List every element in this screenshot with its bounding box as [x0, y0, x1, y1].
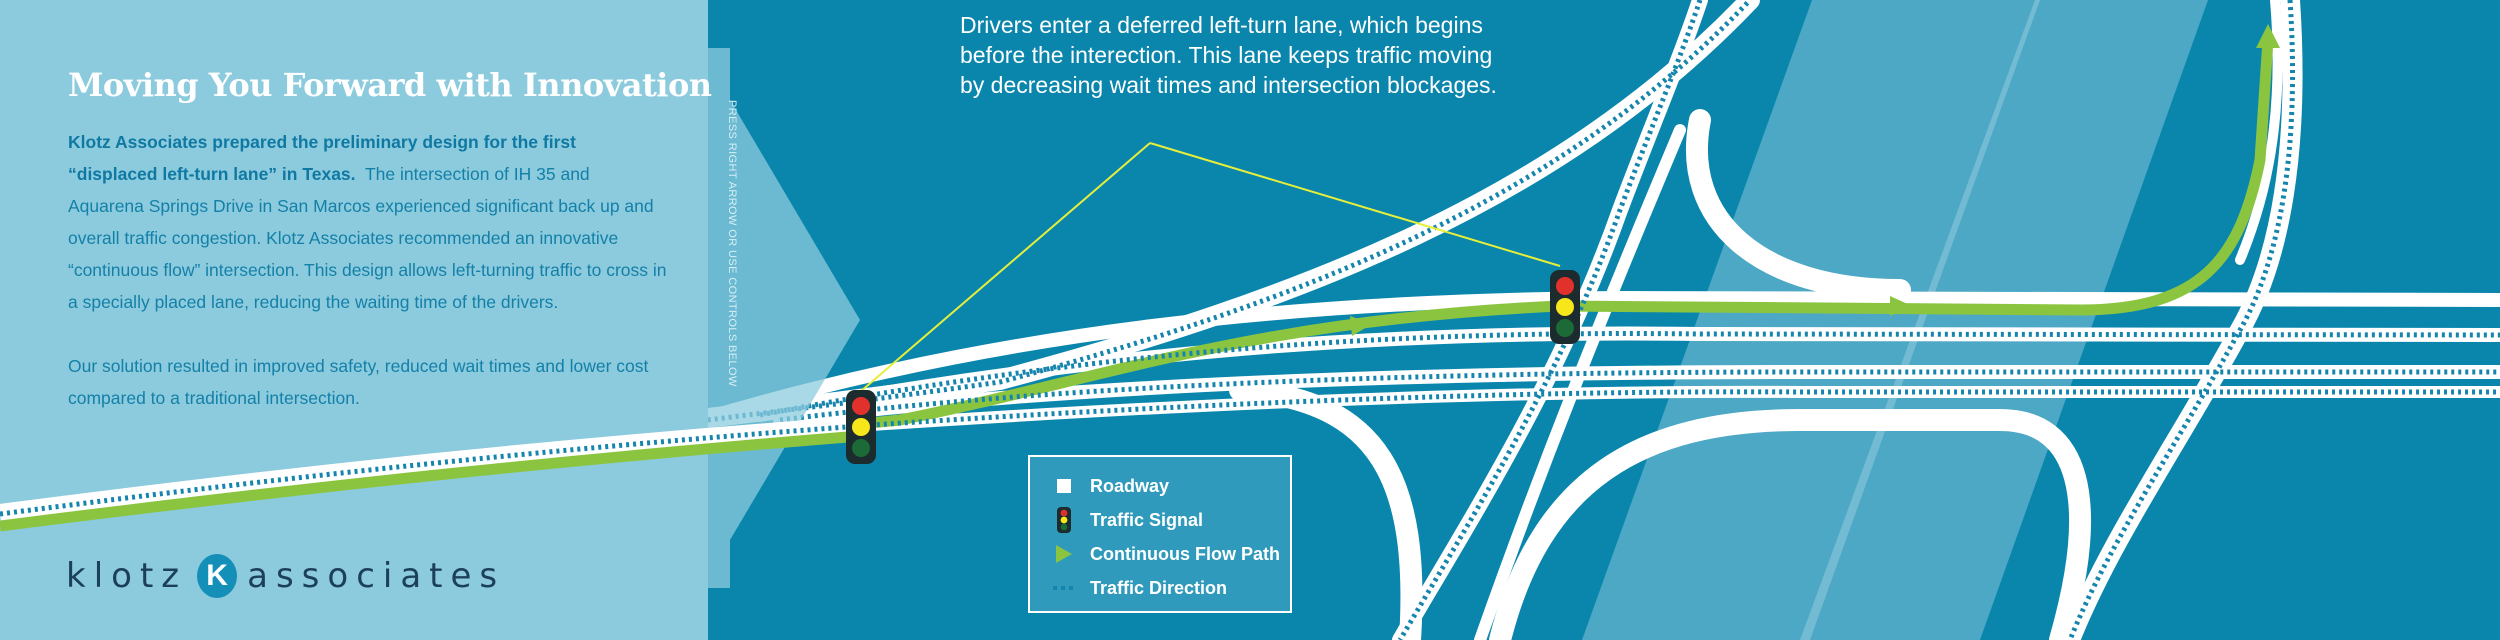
intro-body: The intersection of IH 35 and Aquarena S… [68, 164, 667, 312]
intro-lead: Klotz Associates prepared the preliminar… [68, 132, 576, 184]
direction-dots-icon [1052, 576, 1076, 600]
flow-arrow-2 [1890, 296, 1912, 316]
legend-label: Traffic Signal [1090, 509, 1204, 530]
bridge-deck-right [1800, 0, 2208, 640]
bridge-deck-left [1582, 0, 2040, 640]
navigation-hint: PRESS RIGHT ARROW OR USE CONTROLS BELOW [726, 100, 738, 387]
klotz-associates-logo: klotz K associates [66, 548, 505, 604]
callout-pointer [859, 142, 1561, 393]
panel-dots-overlay [0, 423, 861, 517]
direction-line-north-ramp [1397, 0, 1703, 640]
direction-line-main-1 [759, 331, 2500, 418]
logo-word-left: klotz [66, 556, 188, 596]
roadway-ramp-loop-left [1229, 379, 1423, 640]
flow-path-arrows [1350, 24, 2280, 336]
roadway-cross-street [1474, 124, 1686, 640]
intro-text: Klotz Associates prepared the preliminar… [68, 126, 668, 414]
legend-item-roadway: Roadway [1052, 469, 1290, 503]
legend-item-flow-path: Continuous Flow Path [1052, 537, 1290, 571]
flow-arrow-1 [1350, 316, 1372, 336]
legend-label: Roadway [1090, 475, 1170, 496]
legend-item-traffic-signal: Traffic Signal [1052, 503, 1290, 537]
flow-arrow-icon [1052, 542, 1076, 566]
logo-k-mark: K [197, 554, 238, 598]
roadway-ramp-loop-bottom [1489, 409, 2091, 640]
callout-line-right [1149, 142, 1561, 267]
legend-item-traffic-direction: Traffic Direction [1052, 571, 1290, 605]
info-panel-shape [0, 0, 708, 640]
roadway-ramp-loop-top [1685, 109, 1911, 301]
flow-arrow-3 [2256, 24, 2280, 48]
callout-line-left [859, 142, 1151, 393]
advance-arrow [708, 48, 860, 588]
roadway-main-lower [773, 365, 2500, 427]
direction-line-main-3 [799, 389, 2500, 433]
traffic-signal-icon [1052, 507, 1076, 533]
legend: Roadway Traffic Signal Continuous Flow P… [1028, 455, 1292, 613]
traffic-signal-2 [1550, 270, 1580, 344]
traffic-signal-1 [846, 390, 876, 464]
logo-word-right: associates [247, 556, 506, 596]
legend-label: Traffic Direction [1090, 577, 1228, 598]
roadway-main-upper [693, 290, 2500, 427]
legend-label: Continuous Flow Path [1090, 543, 1280, 564]
info-panel: Moving You Forward with Innovation Klotz… [0, 0, 712, 640]
panel-flow-overlay [0, 430, 861, 532]
direction-line-east-ramp [2067, 0, 2296, 640]
roadway-swatch [1052, 474, 1076, 498]
callout-text: Drivers enter a deferred left-turn lane,… [960, 12, 1497, 98]
solution-text: Our solution resulted in improved safety… [68, 356, 649, 408]
page-title: Moving You Forward with Innovation [68, 66, 712, 104]
